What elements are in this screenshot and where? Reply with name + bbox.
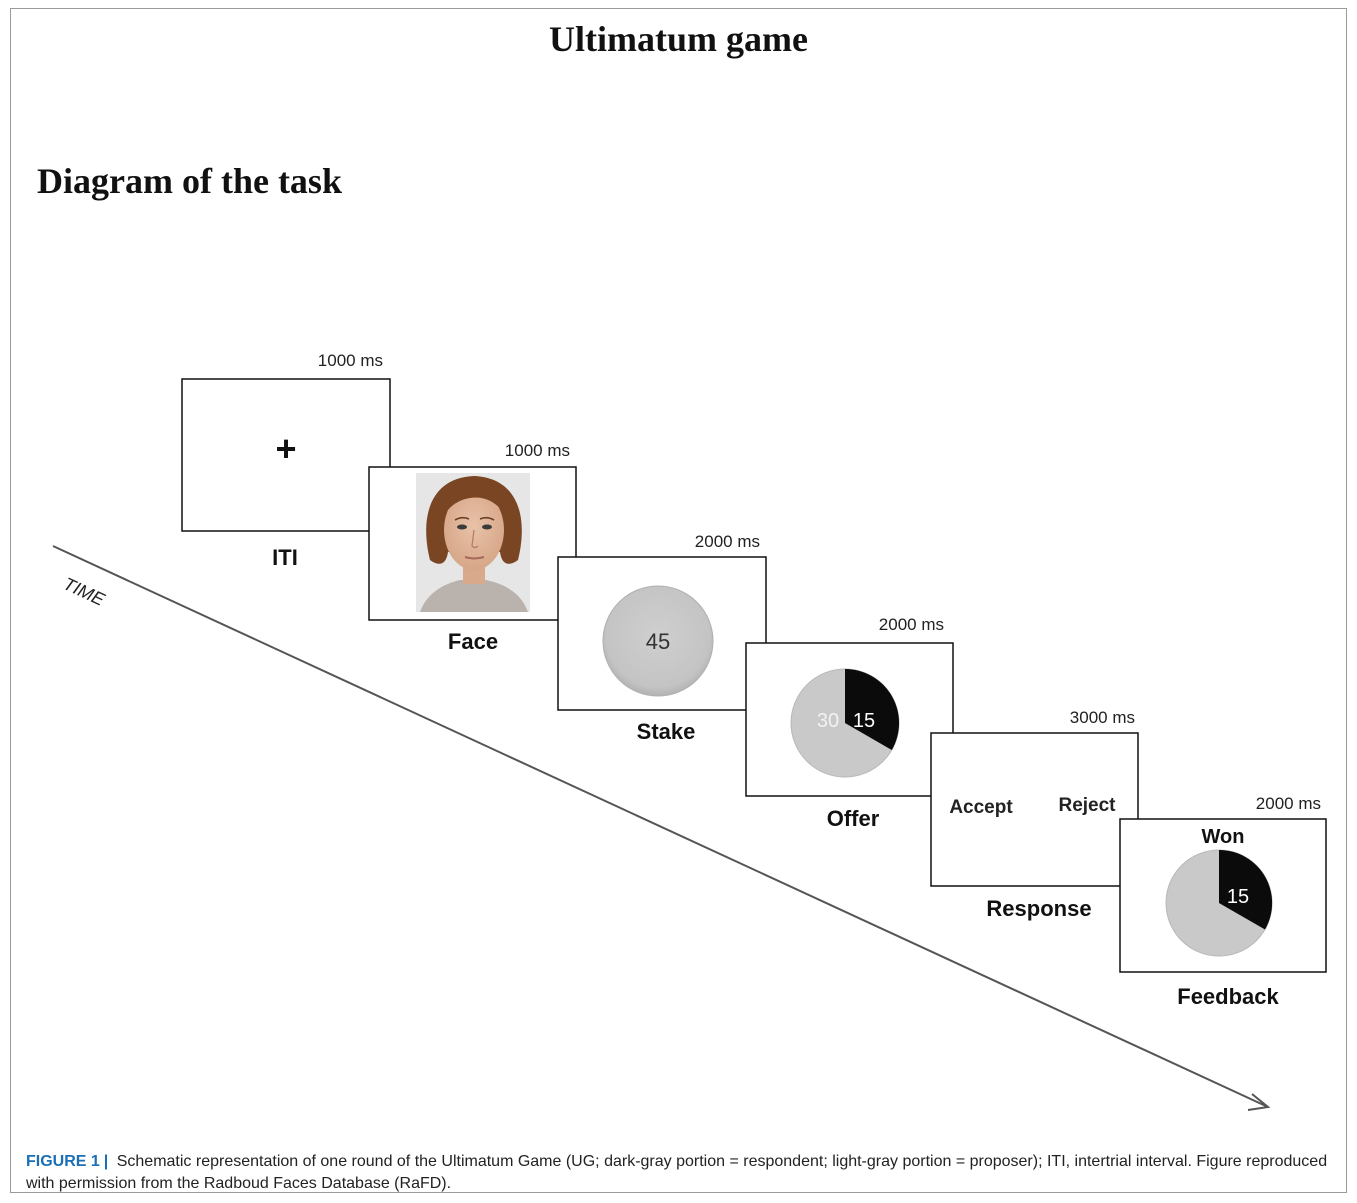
stake-value: 45 [646, 629, 670, 654]
response-label: Response [986, 896, 1091, 921]
time-arrow-head [1247, 1093, 1271, 1111]
screen-stake: 2000 ms 45 Stake [557, 532, 767, 744]
stake-duration: 2000 ms [695, 532, 760, 551]
diagram-subtitle: Diagram of the task [37, 161, 342, 201]
face-photo [416, 473, 530, 612]
offer-pie-respondent-slice [845, 669, 900, 750]
time-arrow-line [52, 545, 1269, 1108]
iti-duration: 1000 ms [318, 351, 383, 370]
screen-offer: 2000 ms 30 15 Offer [745, 615, 954, 831]
screen-feedback: 2000 ms Won 15 Feedback [1119, 794, 1327, 1009]
accept-option: Accept [949, 797, 1013, 818]
feedback-value: 15 [1227, 886, 1249, 908]
figure-frame [10, 8, 1347, 1193]
offer-duration: 2000 ms [879, 615, 944, 634]
figure-caption: FIGURE 1| Schematic representation of on… [26, 1151, 1346, 1195]
caption-separator: | [103, 1153, 109, 1170]
feedback-outcome: Won [1202, 826, 1245, 848]
offer-proposer-value: 30 [817, 710, 839, 732]
caption-figure-label: FIGURE 1 [26, 1153, 100, 1170]
figure-title: Ultimatum game [549, 19, 808, 59]
feedback-label: Feedback [1177, 984, 1279, 1009]
response-screen-box [930, 732, 1139, 887]
screen-iti: 1000 ms + ITI [181, 351, 391, 570]
face-duration: 1000 ms [505, 441, 570, 460]
time-label: TIME [60, 573, 108, 610]
screen-face: 1000 ms Face [368, 441, 577, 654]
stake-pie [602, 585, 714, 697]
fixation-cross: + [275, 428, 296, 469]
reject-option: Reject [1058, 795, 1116, 816]
stake-label: Stake [637, 719, 696, 744]
feedback-pie-respondent-slice [1219, 849, 1273, 930]
face-label: Face [448, 629, 498, 654]
iti-label: ITI [272, 545, 298, 570]
iti-screen-box [181, 378, 391, 532]
offer-respondent-value: 15 [853, 710, 875, 732]
caption-text: Schematic representation of one round of… [26, 1153, 1328, 1192]
screen-response: 3000 ms Accept Reject Response [930, 708, 1139, 921]
offer-label: Offer [827, 806, 880, 831]
response-duration: 3000 ms [1070, 708, 1135, 727]
feedback-duration: 2000 ms [1256, 794, 1321, 813]
